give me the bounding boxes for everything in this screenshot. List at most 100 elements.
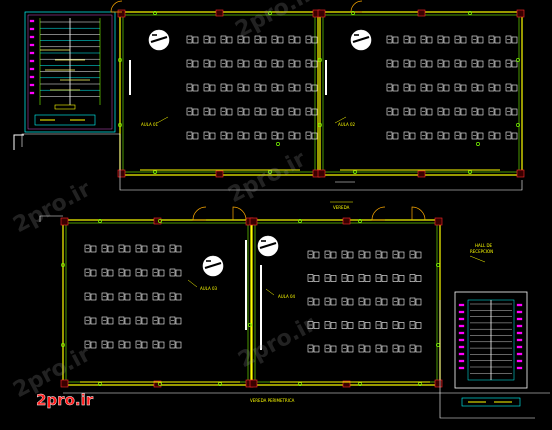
stair-mark [29, 67, 35, 71]
student-desk [135, 316, 148, 325]
door-swing [371, 206, 386, 221]
desk-top [209, 132, 216, 140]
student-desk [169, 340, 182, 349]
desk-chair [254, 131, 261, 140]
desk-top [364, 251, 371, 259]
desk-chair [375, 274, 382, 282]
desk-top [158, 245, 165, 253]
stair-mark [516, 324, 523, 328]
student-desk [169, 244, 182, 253]
desk-top [260, 108, 267, 116]
student-desk [186, 35, 199, 44]
desk-chair [307, 274, 314, 282]
outlet-symbol [476, 142, 480, 146]
desk-top [426, 36, 433, 44]
desk-chair [220, 83, 227, 92]
desk-chair [420, 131, 427, 140]
column [60, 217, 69, 226]
desk-top [443, 36, 450, 44]
desk-top [392, 60, 399, 68]
student-desk [420, 59, 433, 68]
student-desk [271, 131, 284, 140]
desk-top [460, 36, 467, 44]
desk-top [260, 132, 267, 140]
desk-chair [169, 316, 176, 325]
student-desk [186, 59, 199, 68]
student-desk [152, 292, 165, 301]
stair-mark [458, 359, 465, 363]
stair-mark [29, 35, 35, 39]
desk-top [364, 345, 371, 353]
student-desk [254, 107, 267, 116]
label-aula-1: AULA 01 [141, 122, 159, 127]
student-desk [409, 250, 422, 259]
desk-chair [420, 35, 427, 44]
desk-top [277, 36, 284, 44]
desk-chair [392, 321, 399, 329]
teacher-table [350, 29, 372, 51]
desk-top [243, 84, 250, 92]
column [516, 9, 525, 18]
student-desk [437, 83, 450, 92]
desk-chair [454, 35, 461, 44]
column [417, 9, 426, 17]
desk-chair [288, 83, 295, 92]
student-desk [505, 131, 518, 140]
student-desk [375, 344, 388, 353]
label-recepcion: RECEPCION [470, 249, 493, 254]
student-desk [324, 250, 337, 259]
outlet-symbol [268, 11, 272, 15]
desk-chair [169, 244, 176, 253]
desk-chair [169, 292, 176, 301]
desk-top [313, 322, 320, 329]
door-swing [232, 206, 247, 221]
desk-chair [454, 83, 461, 92]
desk-chair [488, 131, 495, 140]
stair-mark [29, 19, 35, 23]
desk-top [90, 317, 97, 325]
desk-chair [420, 107, 427, 116]
outlet-symbol [158, 219, 162, 223]
desk-top [260, 36, 267, 44]
desk-chair [203, 59, 210, 68]
desk-top [392, 84, 399, 92]
desk-chair [101, 316, 108, 325]
desk-chair [84, 316, 91, 325]
desk-chair [375, 297, 382, 306]
desk-chair [386, 83, 393, 92]
desk-chair [505, 35, 512, 44]
desk-top [330, 345, 337, 353]
desk-top [158, 293, 165, 301]
desk-top [347, 275, 354, 282]
door-swing [411, 206, 426, 221]
desk-chair [84, 244, 91, 253]
desk-top [511, 60, 518, 68]
outlet-symbol [516, 123, 520, 127]
desk-top [409, 108, 416, 116]
student-desk [169, 268, 182, 277]
desk-top [124, 293, 131, 301]
desk-chair [307, 297, 314, 306]
student-desk [84, 292, 97, 301]
student-desk [437, 107, 450, 116]
stair-mark [29, 91, 35, 95]
column [434, 379, 443, 388]
desk-chair [84, 340, 91, 349]
desk-top [313, 345, 320, 353]
desk-top [260, 60, 267, 68]
student-desk [101, 340, 114, 349]
student-desk [169, 292, 182, 301]
desk-chair [135, 244, 142, 253]
desk-top [477, 108, 484, 116]
desk-top [313, 298, 320, 306]
teacher-table [202, 255, 224, 277]
desk-top [347, 251, 354, 259]
outlet-symbol [468, 11, 472, 15]
desk-chair [101, 340, 108, 349]
student-desk [220, 35, 233, 44]
student-desk [358, 297, 371, 306]
student-desk [437, 59, 450, 68]
desk-chair [488, 59, 495, 68]
stair-mark [516, 366, 523, 370]
desk-chair [237, 107, 244, 116]
